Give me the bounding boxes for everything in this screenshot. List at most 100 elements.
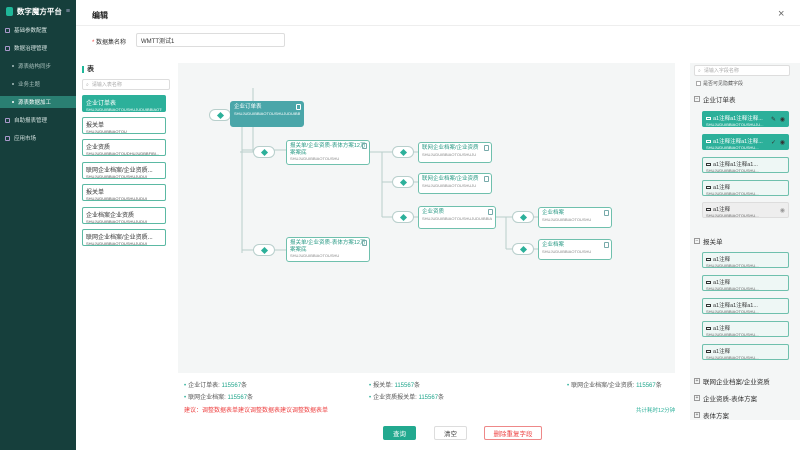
- flow-node[interactable]: 联网企业档案/企业资质 SHUJUDUIBBIAOTOUSHUJU: [418, 173, 492, 194]
- join-node[interactable]: [392, 211, 414, 223]
- query-button[interactable]: 查询: [383, 426, 416, 440]
- sidebar: 数字魔方平台 ≡ 基础参数配置 数据治理管理 源表结构同步 业务主题 源表数据加…: [0, 0, 76, 450]
- flow-node[interactable]: 企业资质 SHUJUDUIBBIAOTOUSHUJUDUIBBIAOTOU: [418, 206, 496, 229]
- bullet-icon: [12, 101, 14, 103]
- flow-node[interactable]: 联网企业档案/企业资质 SHUJUDUIBBIAOTOUSHUJU: [418, 142, 492, 163]
- field-item[interactable]: a1注释注释a1注释...SHUJUDUIBBIAOTOUSHU...✓◉: [702, 134, 789, 150]
- table-item[interactable]: 企业订单表SHUJUDUIBBIAOTOUSHUJUDUIBBIAOTOUSHU…: [82, 95, 166, 112]
- field-group-header[interactable]: +表体方案: [694, 412, 729, 420]
- menu-collapse-icon[interactable]: ≡: [65, 7, 70, 15]
- table-item[interactable]: 联网企业档案/企业资质...SHUJUDUIBBIAOTOUSHUJUDUI: [82, 229, 166, 246]
- cube-logo-icon: [6, 6, 13, 16]
- expand-icon[interactable]: +: [694, 378, 700, 384]
- database-icon: [5, 45, 10, 51]
- report-icon: [5, 117, 10, 123]
- join-node[interactable]: [253, 146, 275, 158]
- flow-node[interactable]: 企业档案 SHUJUDUIBBIAOTOUSHU: [538, 239, 612, 260]
- sidebar-item-data-processing[interactable]: 源表数据加工: [0, 96, 76, 108]
- stat-row-item: •报关单: 115567条: [369, 383, 421, 389]
- field-group-header[interactable]: +企业资质-表体方案: [694, 395, 758, 403]
- bullet-icon: [12, 65, 14, 67]
- field-search-input[interactable]: ⌕ 请输入字段名称: [694, 65, 790, 76]
- sidebar-item-business-topic[interactable]: 业务主题: [0, 79, 76, 89]
- eye-icon[interactable]: ◉: [779, 140, 785, 146]
- search-icon: ⌕: [698, 67, 701, 74]
- field-tag-icon: [706, 140, 711, 144]
- stat-row-item: •联网企业档案/企业资质: 115567条: [567, 383, 662, 389]
- table-item[interactable]: 联网企业档案/企业资质...SHUJUDUIBBIAOTOUSHUJUDUI: [82, 162, 166, 179]
- flow-node[interactable]: 报关单/企业资质-表体方案12万案案底 SHUJUDUIBBIAOTOUSHU: [286, 140, 370, 165]
- delete-duplicate-fields-button[interactable]: 删除重复字段: [484, 426, 542, 440]
- stat-row-item: •企业订单表: 115567条: [184, 383, 248, 389]
- flow-node[interactable]: 报关单/企业资质-表体方案12万案案底 SHUJUDUIBBIAOTOUSHU: [286, 237, 370, 262]
- search-icon: ⌕: [86, 81, 89, 88]
- expand-icon[interactable]: +: [694, 412, 700, 418]
- field-tag-icon: [706, 186, 711, 190]
- show-hidden-checkbox[interactable]: 是否可见隐藏字段: [696, 80, 743, 87]
- field-item[interactable]: a1注释a1注释a1...SHUJUDUIBBIAOTOUSHU...: [702, 157, 789, 173]
- join-node[interactable]: [512, 211, 534, 223]
- stat-row-item: •企业资质报关单: 115567条: [369, 395, 445, 401]
- field-tag-icon: [706, 163, 711, 167]
- document-icon: [362, 240, 367, 246]
- field-tag-icon: [706, 327, 711, 331]
- edit-icon[interactable]: ✎: [770, 117, 776, 123]
- close-icon[interactable]: ×: [778, 8, 785, 20]
- tables-panel-title: 表: [82, 64, 94, 74]
- elapsed-time: 共计耗时12分钟: [636, 408, 676, 414]
- expand-icon[interactable]: +: [694, 395, 700, 401]
- sidebar-item-base-config[interactable]: 基础参数配置: [0, 25, 76, 35]
- divider: [76, 25, 800, 26]
- field-tag-icon: [706, 304, 711, 308]
- document-icon: [484, 145, 489, 151]
- field-item[interactable]: a1注释a1注释注释...SHUJUDUIBBIAOTOUSHUJU...✎◉: [702, 111, 789, 127]
- document-icon: [604, 210, 609, 216]
- eye-icon[interactable]: ◉: [779, 117, 785, 123]
- app-logo[interactable]: 数字魔方平台 ≡: [0, 0, 76, 22]
- field-group-header[interactable]: −企业订单表: [694, 96, 736, 104]
- join-node[interactable]: [209, 109, 231, 121]
- document-icon: [604, 242, 609, 248]
- document-icon: [488, 209, 493, 215]
- join-node[interactable]: [512, 243, 534, 255]
- sidebar-item-report-management[interactable]: 自助报表管理: [0, 115, 76, 125]
- flow-canvas[interactable]: 企业订单表 SHUJUDUIBBIAOTOUSHUJUDUIBBIAOTOU 报…: [178, 63, 675, 373]
- sidebar-item-data-governance[interactable]: 数据治理管理: [0, 43, 76, 53]
- table-search-input[interactable]: ⌕ 请输入表名称: [82, 79, 170, 90]
- advice-text: 建议：调整数据表单建议调整数据表建议调整数据表单: [184, 408, 329, 414]
- join-node[interactable]: [392, 146, 414, 158]
- document-icon: [362, 143, 367, 149]
- dataset-name-label: * 数据集名称: [92, 40, 127, 46]
- join-node[interactable]: [253, 244, 275, 256]
- field-tag-icon: [706, 258, 711, 262]
- field-group-header[interactable]: +联网企业档案/企业资质: [694, 378, 770, 386]
- field-group-header[interactable]: −报关单: [694, 238, 723, 246]
- sidebar-item-table-sync[interactable]: 源表结构同步: [0, 61, 76, 71]
- collapse-icon[interactable]: −: [694, 238, 700, 244]
- flow-node[interactable]: 企业档案 SHUJUDUIBBIAOTOUSHU: [538, 207, 612, 228]
- field-tag-icon: [706, 208, 711, 212]
- sidebar-item-app-market[interactable]: 应用市场: [0, 133, 76, 143]
- join-node[interactable]: [392, 176, 414, 188]
- collapse-icon[interactable]: −: [694, 96, 700, 102]
- stat-row-item: •联网企业档案: 115567条: [184, 395, 254, 401]
- required-mark: *: [92, 40, 95, 46]
- clear-button[interactable]: 清空: [434, 426, 467, 440]
- check-icon[interactable]: ✓: [770, 140, 776, 146]
- eye-icon[interactable]: ◉: [779, 208, 785, 214]
- settings-icon: [5, 27, 10, 33]
- dataset-name-input[interactable]: [136, 33, 285, 47]
- flow-node-root[interactable]: 企业订单表 SHUJUDUIBBIAOTOUSHUJUDUIBBIAOTOU: [230, 101, 304, 127]
- field-tag-icon: [706, 350, 711, 354]
- field-item[interactable]: a1注释a1注释a1...SHUJUDUIBBIAOTOUSHU...: [702, 298, 789, 314]
